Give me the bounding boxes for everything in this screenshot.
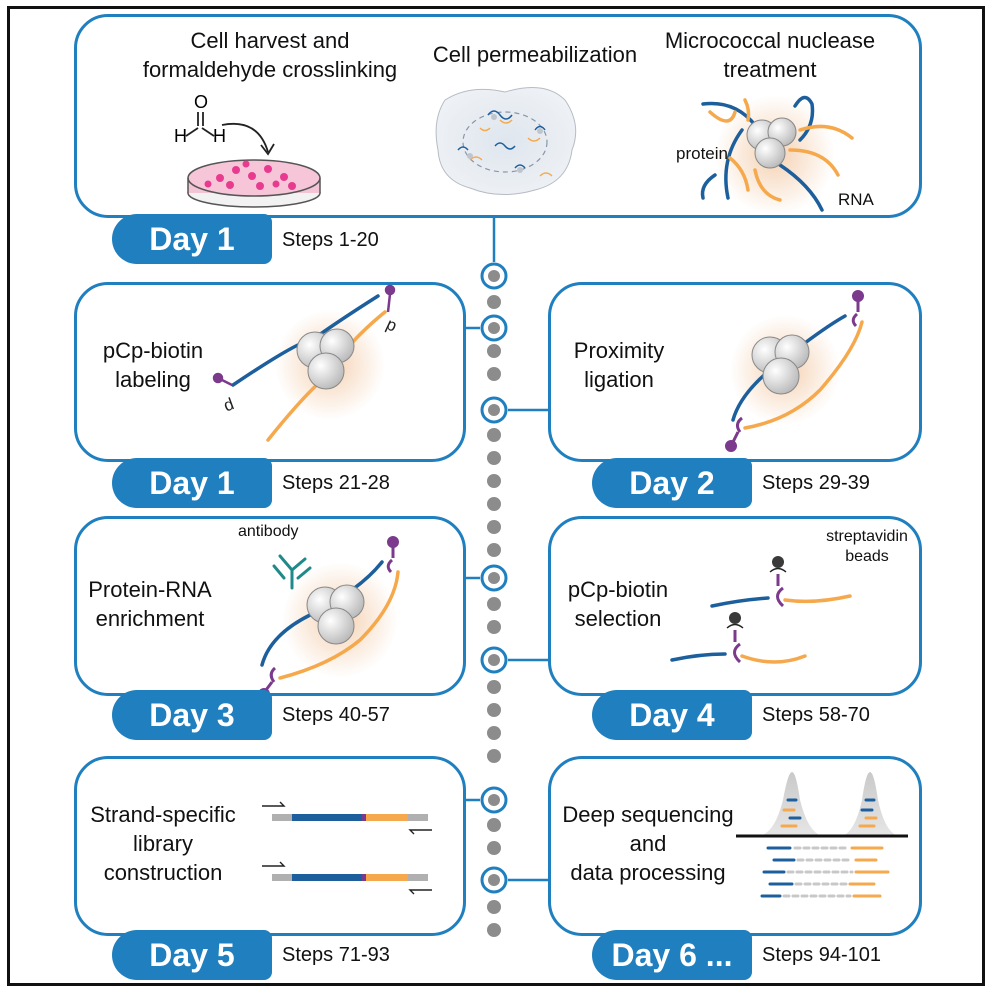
coverage-peak-right (842, 772, 898, 836)
steps-21-28: Steps 21-28 (282, 472, 390, 494)
panel-enrichment-title: Protein-RNA enrichment (70, 575, 230, 633)
step-permeabilization-text: Cell permeabilization (432, 42, 638, 67)
steps-94-101: Steps 94-101 (762, 944, 881, 966)
panel-selection-title: pCp-biotin selection (548, 575, 688, 633)
steps-1-20: Steps 1-20 (282, 229, 379, 251)
coverage-peak-left (760, 772, 822, 836)
panel-selection (548, 516, 922, 696)
read-pairs (760, 846, 890, 898)
panel-enrichment-title-line2: enrichment (95, 606, 205, 631)
steps-29-39: Steps 29-39 (762, 472, 870, 494)
antibody-label: antibody (238, 523, 299, 540)
panel-selection-title-line1: pCp-biotin (567, 577, 669, 602)
hydrogen-atom-right: H (213, 126, 226, 146)
timeline-connectors (466, 216, 548, 882)
panel-labeling-title: pCp-biotin labeling (78, 336, 228, 394)
figure-frame (7, 6, 985, 986)
day-5-tab: Day 5 (112, 930, 272, 980)
step-nuclease-line2: treatment (723, 57, 817, 82)
panel-library-title-line1: Strand-specific (90, 802, 236, 827)
panel-labeling-title-line2: labeling (115, 367, 191, 392)
day-6-tab-text: Day 6 ... (611, 936, 733, 973)
panel-enrichment (74, 516, 466, 696)
panel-enrichment-title-line1: Protein-RNA (88, 577, 212, 602)
streptavidin-line2: beads (845, 548, 889, 565)
panel-sequencing-title: Deep sequencing and data processing (548, 800, 748, 887)
library-fragment-2 (262, 861, 432, 895)
day-5-tab-text: Day 5 (149, 936, 235, 973)
step-nuclease-label: Micrococcal nuclease treatment (640, 26, 900, 84)
panel-library (74, 756, 466, 936)
steps-40-57: Steps 40-57 (282, 704, 390, 726)
day-2-tab: Day 2 (592, 458, 752, 508)
panel-labeling (74, 282, 466, 462)
step-nuclease-line1: Micrococcal nuclease (664, 28, 876, 53)
streptavidin-beads-label: streptavidin beads (812, 527, 922, 567)
panel-ligation-title: Proximity ligation (554, 336, 684, 394)
step-cell-harvest-line1: Cell harvest and (190, 28, 350, 53)
day-3-tab-text: Day 3 (149, 696, 235, 733)
day-1-tab-text: Day 1 (149, 464, 235, 501)
panel-labeling-title-line1: pCp-biotin (102, 338, 204, 363)
biotin-tag-top (384, 284, 396, 313)
biotin-tag-bottom (212, 372, 233, 387)
panel-sequencing-title-line1: Deep sequencing (562, 802, 734, 827)
panel-library-title-line3: construction (103, 860, 223, 885)
panel-selection-title-line2: selection (574, 606, 662, 631)
library-fragment-1 (262, 801, 432, 835)
steps-58-70: Steps 58-70 (762, 704, 870, 726)
panel-ligation-title-line2: ligation (584, 367, 654, 392)
day-2-tab-text: Day 2 (629, 464, 715, 501)
step-permeabilization-label: Cell harvest and Cell permeabilization (410, 40, 660, 69)
panel-sequencing-title-line3: data processing (570, 860, 726, 885)
rna-label: RNA (838, 190, 874, 209)
steps-71-93: Steps 71-93 (282, 944, 390, 966)
protein-label: protein (676, 144, 728, 163)
petri-dish (187, 159, 321, 208)
panel-library-title: Strand-specific library construction (78, 800, 248, 887)
day-4-tab: Day 4 (592, 690, 752, 740)
step-cell-harvest-line2: formaldehyde crosslinking (142, 57, 398, 82)
day-1-tab-top-text: Day 1 (149, 220, 235, 257)
oxygen-atom: O (194, 92, 208, 112)
step-cell-harvest-label: Cell harvest and formaldehyde crosslinki… (120, 26, 420, 84)
day-3-tab: Day 3 (112, 690, 272, 740)
panel-ligation-title-line1: Proximity (573, 338, 665, 363)
timeline-dots (487, 295, 501, 937)
panel-library-title-line2: library (133, 831, 193, 856)
hydrogen-atom-left: H (174, 126, 187, 146)
day-1-tab: Day 1 (112, 458, 272, 508)
antibody-icon (272, 554, 312, 590)
day-6-tab: Day 6 ... (592, 930, 752, 980)
day-1-tab-top: Day 1 (112, 214, 272, 264)
panel-sequencing-title-line2: and (629, 831, 667, 856)
streptavidin-line1: streptavidin (826, 528, 908, 545)
streptavidin-bead-icon (729, 556, 784, 624)
day-4-tab-text: Day 4 (629, 696, 715, 733)
